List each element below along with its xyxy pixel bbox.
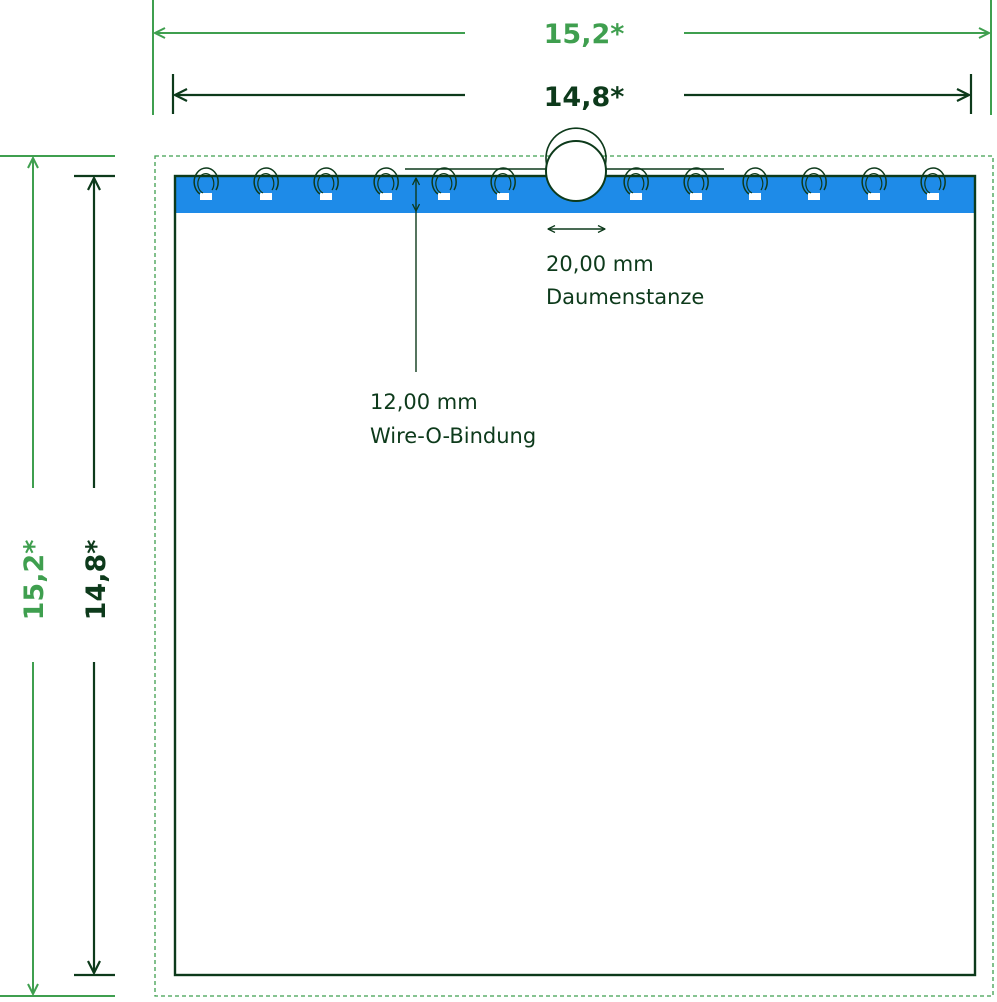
punch-hole xyxy=(749,193,761,200)
bleed-outline xyxy=(154,155,994,997)
outer-width-dimension: 15,2* xyxy=(152,0,992,115)
thumb-cut-annotation: 20,00 mm Daumenstanze xyxy=(546,229,704,309)
wire-loop xyxy=(373,167,399,200)
wire-loop xyxy=(253,167,279,200)
outer-width-label: 15,2* xyxy=(544,19,625,50)
wire-loop-outer xyxy=(490,167,516,195)
hanger-wire xyxy=(405,127,724,170)
inner-height-label: 14,8* xyxy=(81,540,112,621)
calendar-page xyxy=(173,127,977,977)
punch-hole xyxy=(260,193,272,200)
punch-hole xyxy=(438,193,450,200)
inner-height-dimension: 14,8* xyxy=(74,174,115,977)
punch-hole xyxy=(808,193,820,200)
wire-loop-outer xyxy=(431,167,457,195)
wire-loop-inner xyxy=(924,173,942,194)
binding-name-text: Wire-O-Bindung xyxy=(370,424,536,448)
wire-loop xyxy=(861,167,887,200)
binding-annotation: 12,00 mm Wire-O-Bindung xyxy=(370,178,536,448)
wire-loop-outer xyxy=(861,167,887,195)
wire-loop xyxy=(801,167,827,200)
wire-loop-outer xyxy=(313,167,339,195)
wire-loop-inner xyxy=(257,173,275,194)
wire-loop-inner xyxy=(494,173,512,194)
wire-loop xyxy=(623,167,649,200)
punch-hole xyxy=(630,193,642,200)
inner-width-dimension: 14,8* xyxy=(171,74,973,114)
punch-hole xyxy=(690,193,702,200)
wire-loop xyxy=(490,167,516,200)
wire-loop xyxy=(742,167,768,200)
wire-loop-outer xyxy=(742,167,768,195)
wire-loop-inner xyxy=(627,173,645,194)
outer-height-dimension: 15,2* xyxy=(0,155,115,997)
thumb-cut-size-text: 20,00 mm xyxy=(546,252,654,276)
wire-loop-inner xyxy=(687,173,705,194)
wire-loop xyxy=(920,167,946,200)
punch-hole xyxy=(200,193,212,200)
wire-loop xyxy=(313,167,339,200)
wire-loop-outer xyxy=(623,167,649,195)
wire-loop-inner xyxy=(377,173,395,194)
wire-loop-inner xyxy=(865,173,883,194)
wire-loop-outer xyxy=(683,167,709,195)
wire-loop xyxy=(431,167,457,200)
wire-loop-outer xyxy=(920,167,946,195)
wire-loop-outer xyxy=(193,167,219,195)
punch-hole xyxy=(927,193,939,200)
wire-loop-outer xyxy=(373,167,399,195)
wire-loop-inner xyxy=(805,173,823,194)
inner-width-label: 14,8* xyxy=(544,82,625,113)
wire-o-loops xyxy=(193,167,946,200)
binding-size-text: 12,00 mm xyxy=(370,390,478,414)
thumb-cut-circle xyxy=(545,140,607,202)
wire-loop xyxy=(683,167,709,200)
punch-hole xyxy=(380,193,392,200)
page-body xyxy=(175,213,975,975)
wire-loop-inner xyxy=(435,173,453,194)
wire-loop-inner xyxy=(746,173,764,194)
wire-loop-inner xyxy=(197,173,215,194)
wire-loop-inner xyxy=(317,173,335,194)
outer-height-label: 15,2* xyxy=(19,540,50,621)
wire-loop-outer xyxy=(801,167,827,195)
punch-hole xyxy=(497,193,509,200)
wire-loop-outer xyxy=(253,167,279,195)
punch-hole xyxy=(320,193,332,200)
punch-hole xyxy=(868,193,880,200)
thumb-cut-name-text: Daumenstanze xyxy=(546,285,704,309)
wire-loop xyxy=(193,167,219,200)
